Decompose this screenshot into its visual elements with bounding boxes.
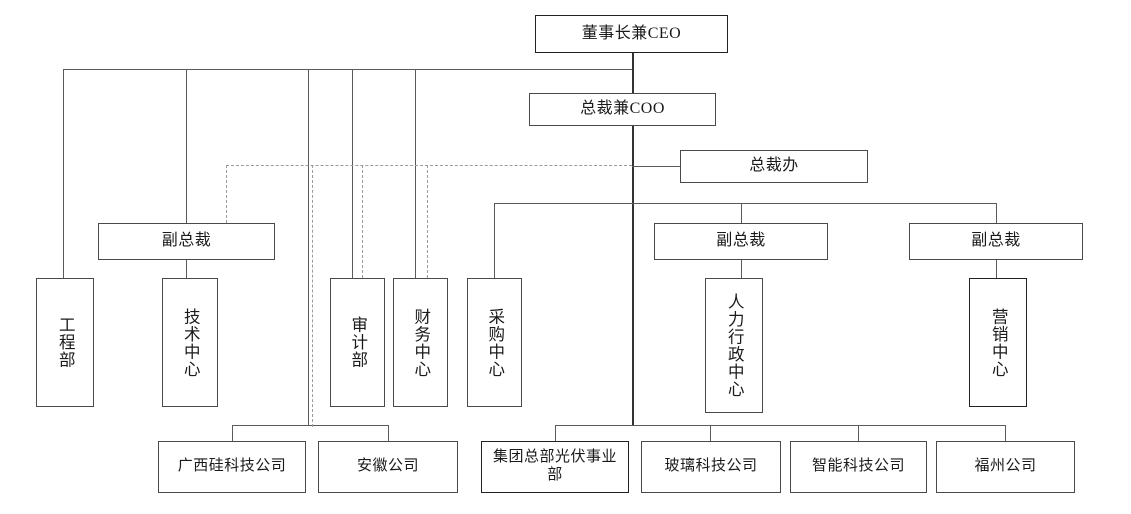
node-presidents-office[interactable]: 总裁办: [680, 150, 868, 183]
connector-drop-audit-box: [352, 69, 353, 278]
connector-ceo-stem: [632, 53, 634, 70]
node-vp-right[interactable]: 副总裁: [909, 223, 1083, 260]
node-finance-center-label: 财务中心: [411, 307, 431, 378]
node-hr-admin-center[interactable]: 人力行政中心: [705, 278, 763, 413]
node-procurement-center[interactable]: 采购中心: [467, 278, 522, 407]
node-engineering-dept[interactable]: 工程部: [36, 278, 94, 407]
node-finance-center[interactable]: 财务中心: [393, 278, 448, 407]
connector-drop-vp-left: [186, 69, 187, 223]
node-hr-admin-center-label: 人力行政中心: [725, 293, 745, 398]
node-vp-mid[interactable]: 副总裁: [654, 223, 828, 260]
connector-drop-vp-right: [996, 203, 997, 223]
node-coo[interactable]: 总裁兼COO: [529, 93, 716, 126]
node-ceo-label: 董事长兼CEO: [581, 24, 682, 42]
connector-drop-glass: [710, 425, 711, 441]
node-smart-tech-company-label: 智能科技公司: [811, 458, 905, 475]
node-glass-tech-company-label: 玻璃科技公司: [664, 458, 758, 475]
node-marketing-center-label: 营销中心: [989, 307, 1009, 378]
node-guangxi-silicon-tech[interactable]: 广西硅科技公司: [158, 441, 306, 493]
dashed-drop-subsidiary-line: [312, 165, 313, 427]
node-pv-division[interactable]: 集团总部光伏事业部: [481, 441, 629, 493]
connector-drop-finance: [415, 69, 416, 278]
node-vp-left[interactable]: 副总裁: [98, 223, 275, 260]
connector-drop-pv: [555, 425, 556, 441]
node-smart-tech-company[interactable]: 智能科技公司: [790, 441, 927, 493]
connector-drop-audit: [308, 69, 309, 426]
node-audit-dept[interactable]: 审计部: [330, 278, 385, 407]
node-vp-right-label: 副总裁: [971, 232, 1021, 250]
node-tech-center[interactable]: 技术中心: [162, 278, 218, 407]
connector-to-presidents-office: [632, 166, 680, 167]
connector-drop-anhui: [388, 425, 389, 441]
dashed-drop-vp-left: [226, 165, 227, 223]
connector-ceo-to-coo: [632, 69, 634, 93]
connector-vp-left-to-tech: [186, 260, 187, 278]
node-vp-mid-label: 副总裁: [716, 232, 766, 250]
node-coo-label: 总裁兼COO: [580, 100, 665, 118]
connector-drop-guangxi: [232, 425, 233, 441]
node-anhui-company-label: 安徽公司: [356, 458, 419, 475]
node-presidents-office-label: 总裁办: [749, 157, 799, 175]
node-procurement-center-label: 采购中心: [485, 307, 505, 378]
connector-vp-mid-to-hr: [741, 260, 742, 278]
node-fuzhou-company-label: 福州公司: [974, 458, 1037, 475]
node-pv-division-label: 集团总部光伏事业部: [492, 449, 617, 483]
node-fuzhou-company[interactable]: 福州公司: [936, 441, 1075, 493]
connector-drop-vp-mid: [741, 203, 742, 223]
node-engineering-dept-label: 工程部: [56, 316, 76, 369]
connector-drop-procurement: [494, 203, 495, 278]
node-guangxi-silicon-tech-label: 广西硅科技公司: [177, 458, 287, 475]
connector-bottom-right-bus: [555, 425, 1006, 426]
dashed-drop-finance: [427, 165, 428, 278]
node-audit-dept-label: 审计部: [348, 316, 368, 369]
dashed-drop-audit: [362, 165, 363, 278]
connector-bottom-left-bus: [232, 425, 389, 426]
connector-vp-bus: [494, 203, 996, 204]
node-anhui-company[interactable]: 安徽公司: [318, 441, 458, 493]
connector-drop-engineering: [63, 69, 64, 278]
connector-drop-fuzhou: [1005, 425, 1006, 441]
node-tech-center-label: 技术中心: [181, 307, 201, 378]
node-glass-tech-company[interactable]: 玻璃科技公司: [641, 441, 781, 493]
node-ceo[interactable]: 董事长兼CEO: [535, 15, 728, 53]
connector-top-bus: [63, 69, 633, 70]
node-vp-left-label: 副总裁: [161, 232, 212, 250]
node-marketing-center[interactable]: 营销中心: [969, 278, 1027, 407]
connector-coo-spine: [632, 126, 634, 426]
connector-drop-smart: [858, 425, 859, 441]
dashed-connector-bus: [226, 165, 632, 166]
connector-vp-right-to-marketing: [996, 260, 997, 278]
